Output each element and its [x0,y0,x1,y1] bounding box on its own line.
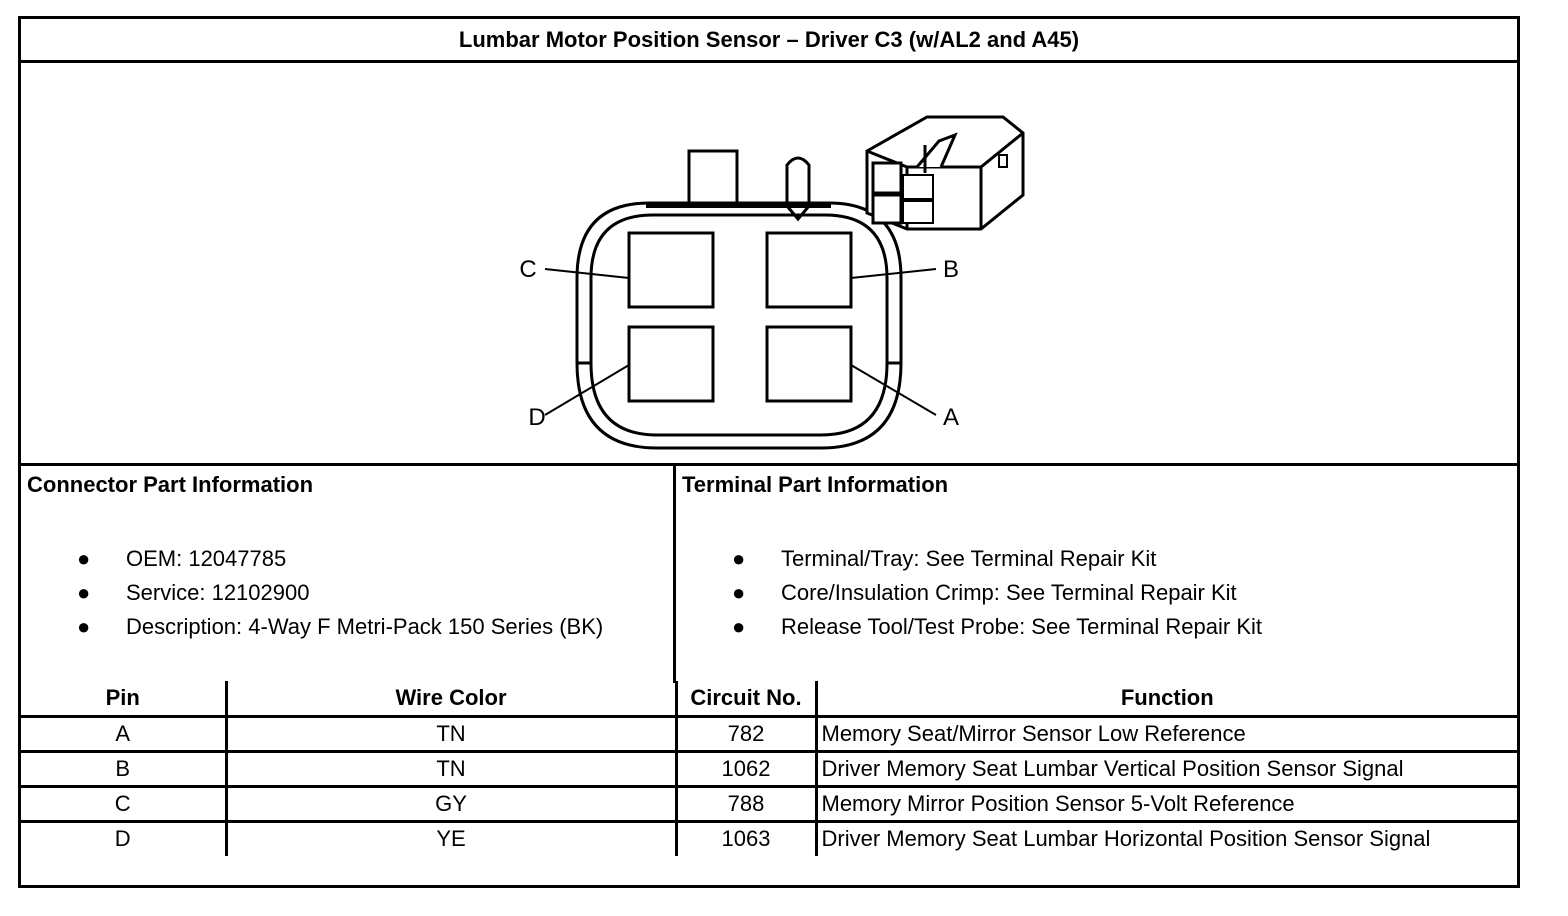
header-circuit: Circuit No. [674,681,818,718]
table-header-row: Pin Wire Color Circuit No. Function [21,681,1517,718]
list-item: ● Service: 12102900 [21,576,603,610]
pin-label-c: C [519,256,536,283]
connector-face-icon: C B D A [519,115,1025,450]
list-item: ● Core/Insulation Crimp: See Terminal Rep… [676,576,1262,610]
header-pin: Pin [21,681,228,718]
cell-circuit: 1063 [674,819,818,856]
bullet-icon: ● [77,580,91,605]
table-row: C GY 788 Memory Mirror Position Sensor 5… [21,784,1517,823]
cell-circuit: 782 [674,714,818,753]
cell-circuit: 788 [674,784,818,823]
page-title-text: Lumbar Motor Position Sensor – Driver C3… [458,26,1080,52]
terminal-release-tool: Release Tool/Test Probe: See Terminal Re… [781,614,1262,639]
bullet-icon: ● [732,614,746,639]
cell-circuit: 1062 [674,749,818,788]
bullet-icon: ● [77,546,91,571]
terminal-crimp: Core/Insulation Crimp: See Terminal Repa… [781,580,1237,605]
connector-oem: OEM: 12047785 [126,546,287,571]
list-item: ● Description: 4-Way F Metri-Pack 150 Ser… [21,610,603,644]
table-row: B TN 1062 Driver Memory Seat Lumbar Vert… [21,749,1517,788]
bullet-icon: ● [77,614,91,639]
list-item: ● OEM: 12047785 [21,542,603,576]
cell-function: Memory Mirror Position Sensor 5-Volt Ref… [814,784,1517,823]
terminal-tray: Terminal/Tray: See Terminal Repair Kit [781,546,1157,571]
header-wire-color: Wire Color [224,681,678,718]
terminal-info-heading: Terminal Part Information [682,472,949,497]
table-row: A TN 782 Memory Seat/Mirror Sensor Low R… [21,714,1517,753]
bullet-icon: ● [732,546,746,571]
connector-diagram: C B D A [21,63,1517,463]
cell-function: Memory Seat/Mirror Sensor Low Reference [814,714,1517,753]
connector-description: Description: 4-Way F Metri-Pack 150 Seri… [126,614,604,639]
connector-3d-icon [865,115,1025,231]
list-item: ● Release Tool/Test Probe: See Terminal R… [676,610,1262,644]
cell-wire-color: TN [224,749,678,788]
pin-label-d: D [528,404,545,431]
connector-info-heading: Connector Part Information [27,472,314,497]
pin-label-a: A [943,404,959,431]
cell-pin: B [21,749,228,788]
header-function: Function [814,681,1517,718]
terminal-info-list: ●Terminal/Tray: See Terminal Repair Kit … [676,542,1262,644]
cell-pin: D [21,819,228,856]
page-title: Lumbar Motor Position Sensor – Driver C3… [21,19,1517,63]
connector-part-info: Connector Part Information ● OEM: 1204778… [21,466,676,683]
cell-pin: C [21,784,228,823]
connector-sheet: Lumbar Motor Position Sensor – Driver C3… [18,16,1520,888]
cell-wire-color: GY [224,784,678,823]
terminal-part-info: Terminal Part Information ● Terminal/Tray… [676,466,1517,683]
pin-label-b: B [943,256,959,283]
cell-pin: A [21,714,228,753]
connector-info-list: ● OEM: 12047785 ● Service: 12102900 ● Descr… [21,542,603,644]
cell-wire-color: TN [224,714,678,753]
list-item: ● Terminal/Tray: See Terminal Repair Kit [676,542,1262,576]
cell-wire-color: YE [224,819,678,856]
bullet-icon: ● [732,580,746,605]
cell-function: Driver Memory Seat Lumbar Horizontal Pos… [814,819,1517,856]
part-info-section: Connector Part Information ● OEM: 1204778… [21,463,1517,683]
cell-function: Driver Memory Seat Lumbar Vertical Posit… [814,749,1517,788]
pin-table: Pin Wire Color Circuit No. Function A TN… [21,681,1517,856]
connector-service: Service: 12102900 [126,580,310,605]
table-row: D YE 1063 Driver Memory Seat Lumbar Hori… [21,819,1517,856]
